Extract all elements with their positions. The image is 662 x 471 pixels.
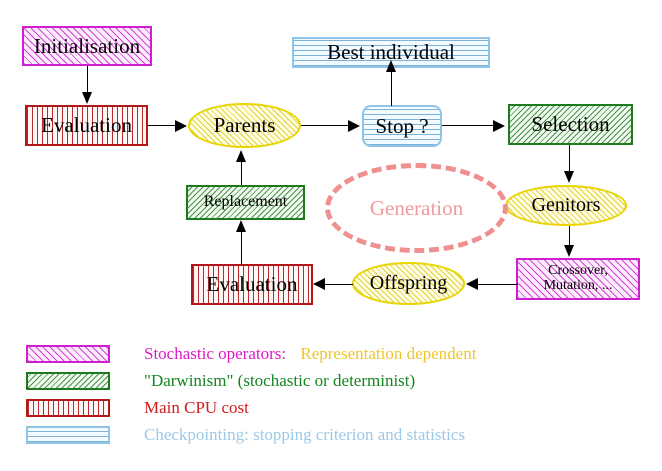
node-best-individual-label: Best individual xyxy=(327,40,455,65)
legend-label-darwinism: "Darwinism" (stochastic or determinist) xyxy=(144,371,416,390)
node-stop[interactable]: Stop ? xyxy=(362,105,442,147)
edge-parents-to-stop xyxy=(301,125,348,126)
edge-offspring-to-evaluation-arrowhead xyxy=(313,278,325,290)
node-evaluation-top[interactable]: Evaluation xyxy=(25,105,148,146)
node-replacement[interactable]: Replacement xyxy=(186,185,305,220)
edge-initialisation-to-evaluation-arrowhead xyxy=(82,92,92,104)
edge-crossover-to-offspring xyxy=(478,284,518,285)
edge-stop-to-best-individual-arrowhead xyxy=(386,60,396,72)
edge-selection-to-genitors xyxy=(569,145,570,172)
node-replacement-label: Replacement xyxy=(203,193,288,211)
legend-swatch-blue-horizontal-hatch xyxy=(26,426,110,444)
edge-offspring-to-evaluation xyxy=(325,284,353,285)
edge-evaluation-to-parents xyxy=(148,125,176,126)
node-crossover-mutation[interactable]: Crossover, Mutation, ... xyxy=(516,258,640,300)
edge-genitors-to-crossover-arrowhead xyxy=(564,245,574,257)
legend-row-stochastic: Stochastic operators: Representation dep… xyxy=(26,344,476,364)
node-offspring[interactable]: Offspring xyxy=(352,262,465,305)
node-crossover-label-line1: Crossover, xyxy=(548,263,608,279)
edge-crossover-to-offspring-arrowhead xyxy=(466,278,478,290)
edge-stop-to-selection xyxy=(442,125,494,126)
edge-selection-to-genitors-arrowhead xyxy=(564,171,574,183)
node-best-individual[interactable]: Best individual xyxy=(292,37,490,68)
edge-parents-to-stop-arrowhead xyxy=(348,120,360,132)
node-initialisation[interactable]: Initialisation xyxy=(22,26,152,66)
edge-evaluation-to-replacement xyxy=(241,232,242,264)
legend-row-darwinism: "Darwinism" (stochastic or determinist) xyxy=(26,371,415,391)
node-evaluation-top-label: Evaluation xyxy=(41,113,132,138)
node-genitors[interactable]: Genitors xyxy=(505,185,627,226)
node-generation-label: Generation xyxy=(369,195,464,220)
legend-swatch-magenta-diagonal-hatch xyxy=(26,345,110,363)
edge-replacement-to-parents xyxy=(241,162,242,185)
node-selection-label: Selection xyxy=(531,112,610,137)
edge-replacement-to-parents-arrowhead xyxy=(236,150,246,162)
node-evaluation-bottom[interactable]: Evaluation xyxy=(191,264,313,305)
legend-label-stochastic: Stochastic operators: Representation dep… xyxy=(144,344,476,364)
node-selection[interactable]: Selection xyxy=(508,104,633,145)
node-parents[interactable]: Parents xyxy=(188,103,301,148)
node-parents-label: Parents xyxy=(213,113,276,138)
legend-row-cpu-cost: Main CPU cost xyxy=(26,398,249,418)
node-genitors-label: Genitors xyxy=(531,194,601,216)
edge-genitors-to-crossover xyxy=(569,226,570,246)
node-crossover-label-line2: Mutation, ... xyxy=(543,278,613,293)
edge-stop-to-selection-arrowhead xyxy=(493,120,505,132)
node-generation-group: Generation xyxy=(325,163,508,253)
node-offspring-label: Offspring xyxy=(369,272,448,294)
node-stop-label: Stop ? xyxy=(375,113,429,138)
edge-evaluation-to-replacement-arrowhead xyxy=(236,220,246,232)
node-evaluation-bottom-label: Evaluation xyxy=(206,272,298,297)
node-initialisation-label: Initialisation xyxy=(33,33,141,58)
legend-swatch-green-diagonal-hatch xyxy=(26,372,110,390)
legend-label-stochastic-secondary: Representation dependent xyxy=(300,344,477,363)
legend-label-cpu-cost: Main CPU cost xyxy=(144,398,249,417)
edge-evaluation-to-parents-arrowhead xyxy=(175,120,187,132)
legend-swatch-red-vertical-hatch xyxy=(26,399,110,417)
edge-stop-to-best-individual xyxy=(391,72,392,106)
legend-row-checkpointing: Checkpointing: stopping criterion and st… xyxy=(26,425,465,445)
legend-label-stochastic-primary: Stochastic operators: xyxy=(144,344,287,363)
edge-initialisation-to-evaluation xyxy=(87,66,88,93)
legend-label-checkpointing: Checkpointing: stopping criterion and st… xyxy=(144,425,466,444)
